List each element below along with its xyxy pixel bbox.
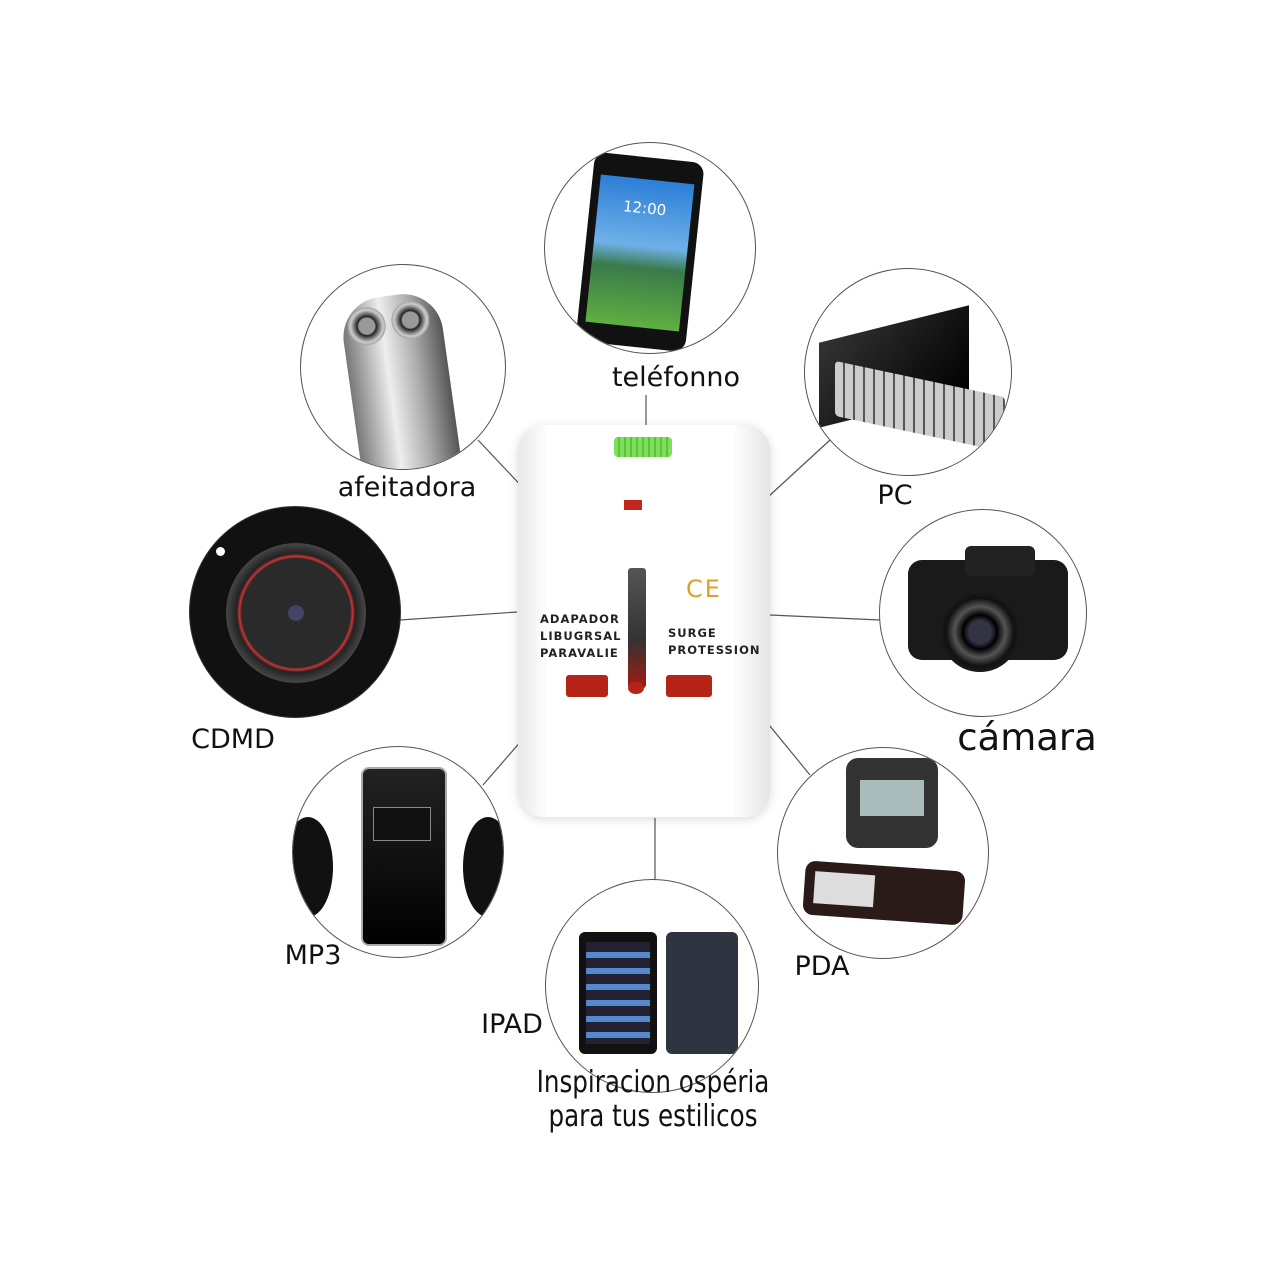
green-slider: [614, 437, 672, 457]
caption: Inspiracion ospéria para tus estilicos: [511, 1066, 795, 1134]
adapter-right-text: SURGE PROTESSION: [668, 625, 761, 659]
mp3-player-icon: [361, 767, 447, 946]
smartphone-icon: 12:00: [575, 151, 705, 353]
device-circle-cdmd: [189, 506, 401, 718]
adapter-text-line: ADAPADOR: [540, 612, 620, 626]
label-ipad: IPAD: [481, 1009, 543, 1040]
label-camera: cámara: [957, 716, 1097, 759]
cd-player-icon: [226, 543, 366, 683]
adapter-left-text: ADAPADOR LIBUGRSAL PARAVALIE: [540, 611, 622, 662]
label-pda: PDA: [794, 951, 850, 982]
adapter-text-line: PROTESSION: [668, 643, 761, 657]
connector-cdmd: [399, 611, 518, 621]
device-circle-mp3: [292, 746, 504, 958]
indicator-light: [624, 500, 642, 510]
label-shaver: afeitadora: [337, 472, 477, 503]
label-phone: teléfonno: [611, 362, 741, 393]
device-circle-ipad: [545, 879, 759, 1093]
device-circle-pda: [777, 747, 989, 959]
socket-right: [666, 675, 712, 697]
device-circle-camera: [879, 509, 1087, 717]
connector-pda: [764, 719, 811, 776]
device-circle-phone: 12:00: [544, 142, 756, 354]
connector-camera: [769, 614, 881, 621]
caption-line: para tus estilicos: [548, 1099, 758, 1134]
caption-line: Inspiracion ospéria: [536, 1065, 770, 1100]
socket-center: [628, 682, 644, 694]
device-circle-shaver: [300, 264, 506, 470]
earth-slot: [628, 568, 646, 688]
socket-left: [566, 675, 608, 697]
connector-mp3: [482, 739, 523, 786]
universal-adapter: CE ADAPADOR LIBUGRSAL PARAVALIE SURGE PR…: [518, 425, 770, 817]
ce-mark: CE: [686, 575, 722, 603]
adapter-text-line: PARAVALIE: [540, 646, 619, 660]
phone-clock: 12:00: [622, 197, 668, 220]
shaver-icon: [338, 288, 464, 469]
connector-pc: [767, 439, 831, 498]
device-circle-pc: [804, 268, 1012, 476]
label-pc: PC: [877, 480, 913, 511]
label-mp3: MP3: [284, 940, 342, 971]
adapter-text-line: SURGE: [668, 626, 717, 640]
adapter-text-line: LIBUGRSAL: [540, 629, 622, 643]
label-cdmd: CDMD: [191, 724, 275, 755]
